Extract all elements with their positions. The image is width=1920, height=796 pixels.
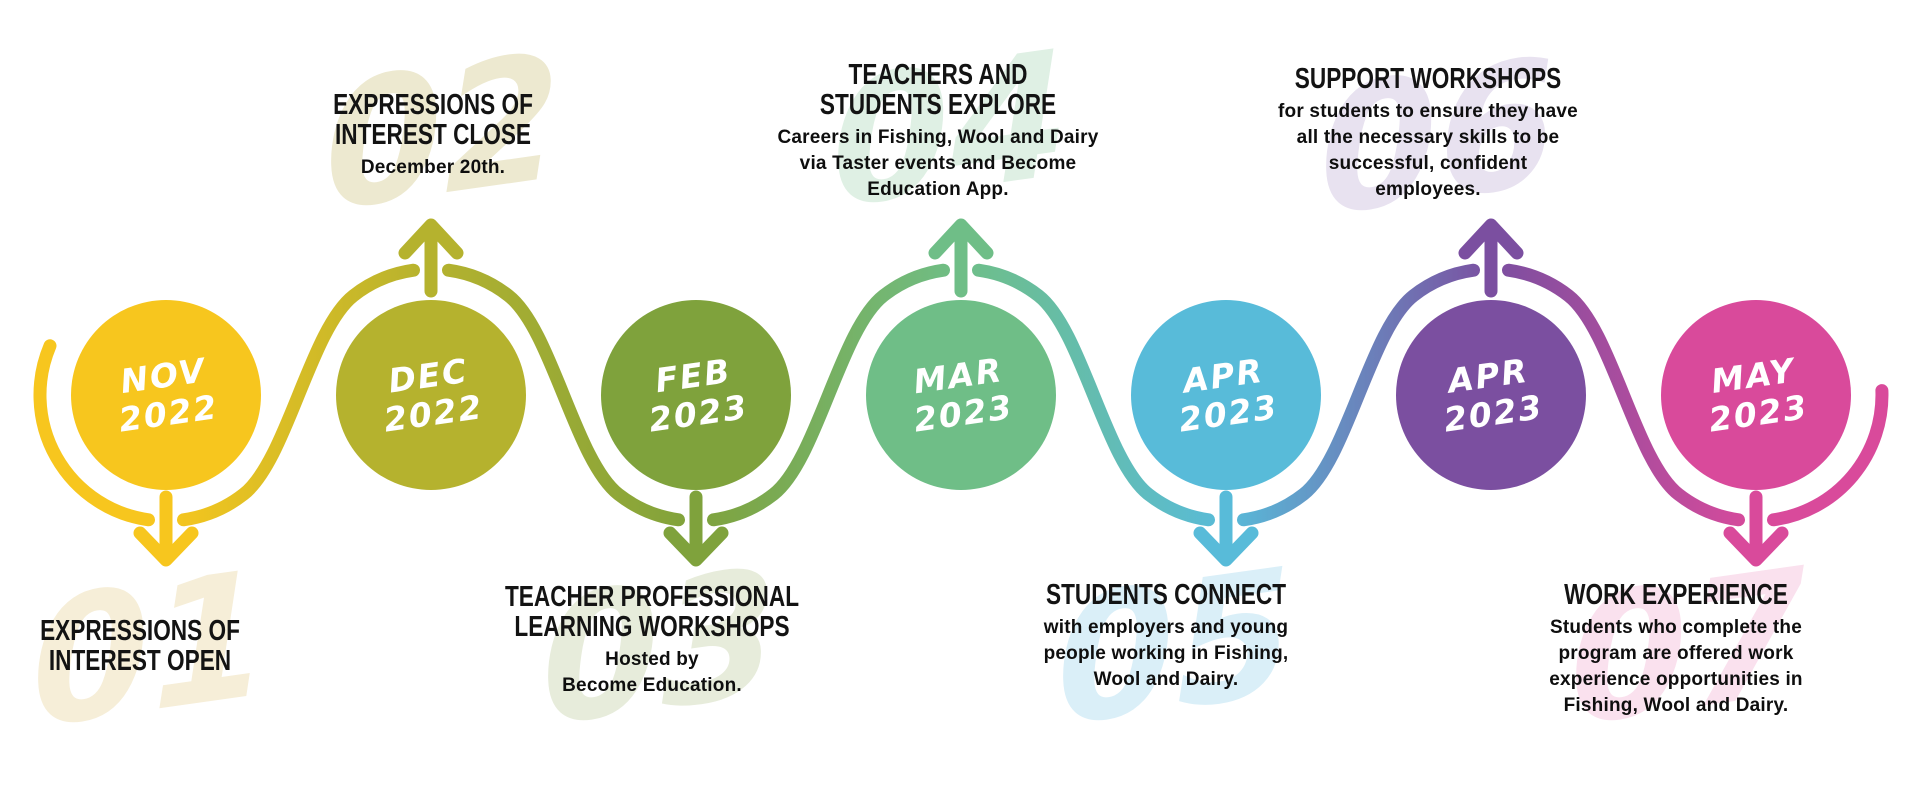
step-body-line: Fishing, Wool and Dairy. (1563, 695, 1789, 716)
step-title-line: INTEREST CLOSE (334, 119, 532, 151)
up-arrow-icon (398, 218, 464, 298)
step-title: WORK EXPERIENCE (1456, 580, 1896, 610)
step-title-line: TEACHER PROFESSIONAL (504, 581, 800, 613)
step-title: EXPRESSIONS OF INTEREST OPEN (0, 616, 360, 676)
up-arrow-icon (1458, 218, 1524, 298)
step-body: with employers and young people working … (946, 615, 1386, 693)
node-circle-may-2023 (1661, 300, 1851, 490)
step-body-line: people working in Fishing, (1043, 643, 1289, 664)
step-title-line: EXPRESSIONS OF (40, 615, 240, 647)
step-title: SUPPORT WORKSHOPS (1208, 64, 1648, 94)
step-body: Careers in Fishing, Wool and Dairy via T… (718, 125, 1158, 203)
node-circle-mar-2023 (866, 300, 1056, 490)
step-title: TEACHER PROFESSIONAL LEARNING WORKSHOPS (432, 582, 872, 642)
step-title: EXPRESSIONS OF INTEREST CLOSE (213, 90, 653, 150)
node-circle-dec-2022 (336, 300, 526, 490)
step-body-line: for students to ensure they have (1278, 101, 1578, 122)
step-body-line: Education App. (867, 179, 1009, 200)
node-circle-nov-2022 (71, 300, 261, 490)
step-body-line: all the necessary skills to be (1296, 127, 1560, 148)
step-body: Hosted by Become Education. (432, 647, 872, 699)
step-body-line: employees. (1375, 179, 1481, 200)
step-body-line: Hosted by (605, 649, 699, 670)
step-text-expressions-open: EXPRESSIONS OF INTEREST OPEN (0, 616, 360, 676)
step-body-line: Wool and Dairy. (1093, 669, 1239, 690)
step-body: December 20th. (213, 155, 653, 181)
step-title-line: INTEREST OPEN (48, 645, 232, 677)
step-body-line: Become Education. (562, 675, 742, 696)
node-circle-feb-2023 (601, 300, 791, 490)
timeline-wave-path (33, 263, 1889, 527)
step-body-line: successful, confident (1328, 153, 1528, 174)
step-text-work-experience: WORK EXPERIENCE Students who complete th… (1456, 580, 1896, 719)
step-body-line: December 20th. (360, 157, 506, 178)
step-body: Students who complete the program are of… (1456, 615, 1896, 719)
node-circle-apr-2023-blue (1131, 300, 1321, 490)
step-body-line: via Taster events and Become (799, 153, 1077, 174)
step-title-line: TEACHERS AND (848, 59, 1028, 91)
step-title-line: EXPRESSIONS OF (333, 89, 533, 121)
down-arrow-icon (133, 490, 199, 567)
step-title-line: STUDENTS EXPLORE (819, 89, 1057, 121)
step-text-support-workshops: SUPPORT WORKSHOPS for students to ensure… (1208, 64, 1648, 203)
step-body-line: program are offered work (1558, 643, 1794, 664)
step-text-students-connect: STUDENTS CONNECT with employers and youn… (946, 580, 1386, 693)
node-circle-apr-2023-purple (1396, 300, 1586, 490)
step-body-line: Careers in Fishing, Wool and Dairy (777, 127, 1099, 148)
down-arrow-icon (663, 490, 729, 567)
step-title: STUDENTS CONNECT (946, 580, 1386, 610)
step-text-expressions-close: EXPRESSIONS OF INTEREST CLOSE December 2… (213, 90, 653, 181)
step-title-line: STUDENTS CONNECT (1045, 579, 1287, 611)
down-arrow-icon (1193, 490, 1259, 567)
down-arrow-icon (1723, 490, 1789, 567)
step-title-line: WORK EXPERIENCE (1564, 579, 1788, 611)
step-title-line: LEARNING WORKSHOPS (514, 611, 790, 643)
step-text-teachers-students-explore: TEACHERS AND STUDENTS EXPLORE Careers in… (718, 60, 1158, 203)
step-title: TEACHERS AND STUDENTS EXPLORE (718, 60, 1158, 120)
step-body-line: with employers and young (1043, 617, 1289, 638)
step-body: for students to ensure they have all the… (1208, 99, 1648, 203)
step-body-line: Students who complete the (1549, 617, 1803, 638)
step-text-teacher-workshops: TEACHER PROFESSIONAL LEARNING WORKSHOPS … (432, 582, 872, 699)
step-title-line: SUPPORT WORKSHOPS (1294, 63, 1562, 95)
step-body-line: experience opportunities in (1549, 669, 1803, 690)
up-arrow-icon (928, 218, 994, 298)
